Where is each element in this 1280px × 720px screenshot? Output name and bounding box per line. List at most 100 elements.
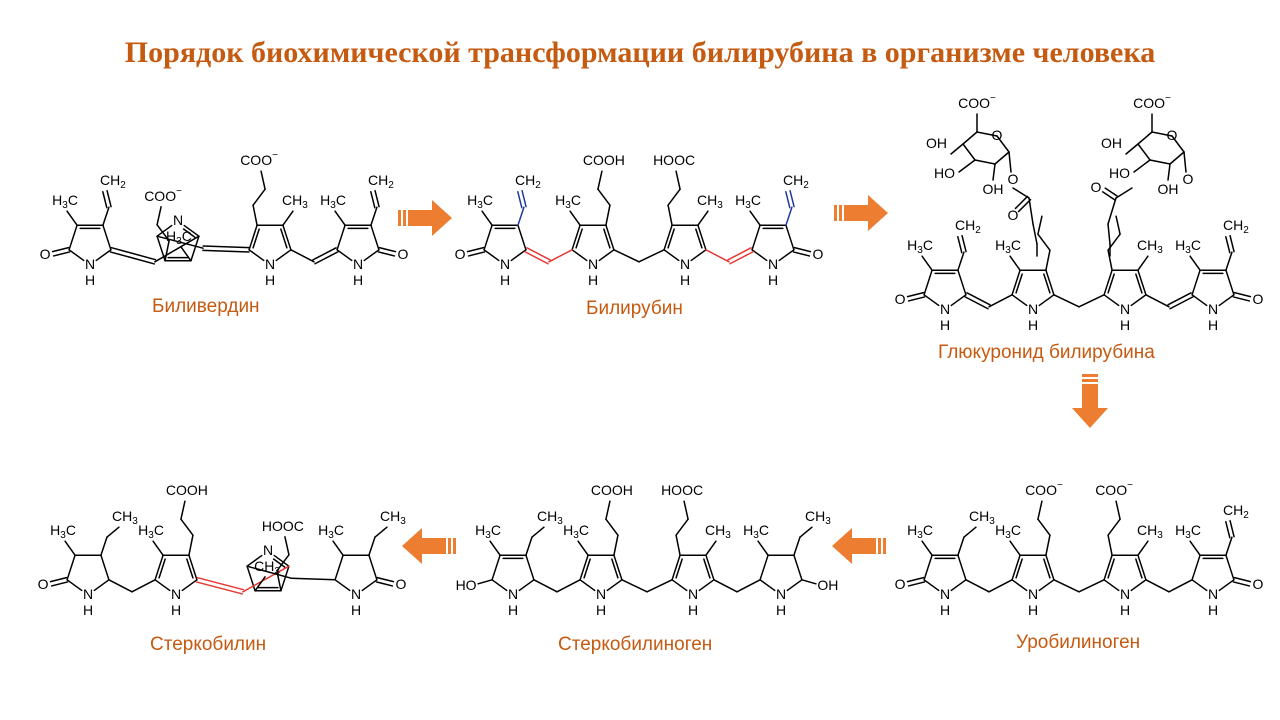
- label-urobilinogen: Уробилиноген: [1016, 632, 1141, 653]
- bond: [1011, 269, 1021, 296]
- ethyl-group: CH3: [805, 508, 831, 527]
- hydrogen-atom: H: [1208, 602, 1218, 618]
- transformation-arrow-5: [402, 528, 456, 564]
- bond: [921, 255, 933, 271]
- bond: [108, 579, 133, 593]
- arrow-stripe: [1082, 374, 1098, 377]
- bond: [1045, 554, 1055, 581]
- methyl-group: H3C: [320, 192, 346, 211]
- arrow-stripe: [448, 538, 451, 554]
- bond: [1225, 554, 1235, 581]
- vinyl-group: CH2: [100, 172, 126, 191]
- methyl-group: H3C: [995, 522, 1021, 541]
- bond: [95, 249, 112, 262]
- label-bilirubin-glucuronide: Глюкуронид билирубина: [938, 342, 1155, 363]
- bond: [156, 224, 173, 237]
- bond: [1171, 135, 1185, 153]
- transformation-arrow-1: [398, 200, 452, 236]
- bond: [1037, 500, 1043, 520]
- bond: [962, 131, 978, 145]
- bond: [1103, 579, 1120, 592]
- bond: [736, 579, 761, 593]
- nitrogen-atom: N: [1028, 586, 1038, 602]
- bond: [518, 579, 535, 592]
- hydrogen-atom: H: [171, 602, 181, 618]
- bond: [154, 554, 164, 581]
- bond: [276, 554, 290, 572]
- bond: [312, 247, 337, 261]
- nitrogen-atom: N: [768, 256, 778, 272]
- hydroxyl-group: OH: [983, 181, 1004, 197]
- hydrogen-atom: H: [588, 272, 598, 288]
- bond: [1232, 296, 1251, 302]
- bond: [962, 143, 976, 161]
- hydrogen-atom: H: [596, 602, 606, 618]
- bond: [100, 554, 110, 581]
- bond: [368, 554, 378, 581]
- hydrogen-atom: H: [688, 602, 698, 618]
- bond: [1233, 291, 1252, 298]
- ethyl-group: CH3: [537, 508, 563, 527]
- bond: [1168, 579, 1193, 593]
- bond: [1103, 294, 1120, 307]
- hydrogen-atom: H: [768, 272, 778, 288]
- oxygen-atom: O: [1183, 171, 1194, 187]
- bond: [1229, 234, 1235, 253]
- bond: [1167, 292, 1192, 306]
- bond: [188, 534, 194, 556]
- bond: [663, 224, 673, 251]
- bond: [378, 246, 397, 253]
- bond: [923, 579, 940, 592]
- hydrogen-atom: H: [351, 602, 361, 618]
- bond: [290, 577, 336, 581]
- bond: [667, 204, 673, 226]
- methyl-group: CH3: [1137, 522, 1163, 541]
- atom-label: O: [895, 576, 906, 592]
- bond: [579, 554, 589, 581]
- nitrogen-atom: N: [688, 586, 698, 602]
- bond: [1125, 143, 1139, 155]
- arrow-body: [832, 528, 876, 564]
- bond: [1137, 255, 1149, 271]
- bond: [517, 206, 525, 226]
- carboxylate-group: COO−: [240, 150, 278, 168]
- bond: [1189, 540, 1201, 556]
- bond: [1189, 255, 1201, 271]
- bond: [1053, 294, 1080, 308]
- bond: [571, 224, 581, 251]
- arrow-stripe: [839, 205, 842, 221]
- bond: [1037, 233, 1051, 251]
- bond: [577, 540, 589, 556]
- arrow-stripe: [834, 205, 837, 221]
- bond: [1012, 187, 1030, 199]
- transformation-arrow-2: [834, 195, 888, 231]
- arrow-stripe: [883, 538, 886, 554]
- bond: [1137, 143, 1151, 161]
- hydrogen-atom: H: [353, 272, 363, 288]
- bond: [156, 224, 170, 242]
- bond: [646, 579, 673, 593]
- nitrogen-atom: N: [1028, 301, 1038, 317]
- atom-label: HO: [456, 577, 477, 593]
- hydroxyl-group: HO: [1109, 165, 1130, 181]
- bond: [109, 251, 156, 265]
- bond: [164, 240, 170, 262]
- bond: [1107, 558, 1115, 579]
- bond: [988, 579, 1013, 593]
- bond: [675, 518, 689, 536]
- bond: [374, 526, 388, 538]
- hydrogen-atom: H: [1120, 602, 1130, 618]
- bond: [1037, 215, 1043, 235]
- bond: [254, 576, 266, 592]
- bond: [579, 579, 596, 592]
- hydrogen-atom: H: [85, 272, 95, 288]
- bond: [68, 224, 78, 251]
- bond: [994, 151, 1010, 165]
- vinyl-group: CH2: [1223, 217, 1249, 236]
- methyl-group: H3C: [467, 192, 493, 211]
- bond: [757, 540, 769, 556]
- nitrogen-atom: N: [265, 256, 275, 272]
- hydrogen-atom: H: [1208, 317, 1218, 333]
